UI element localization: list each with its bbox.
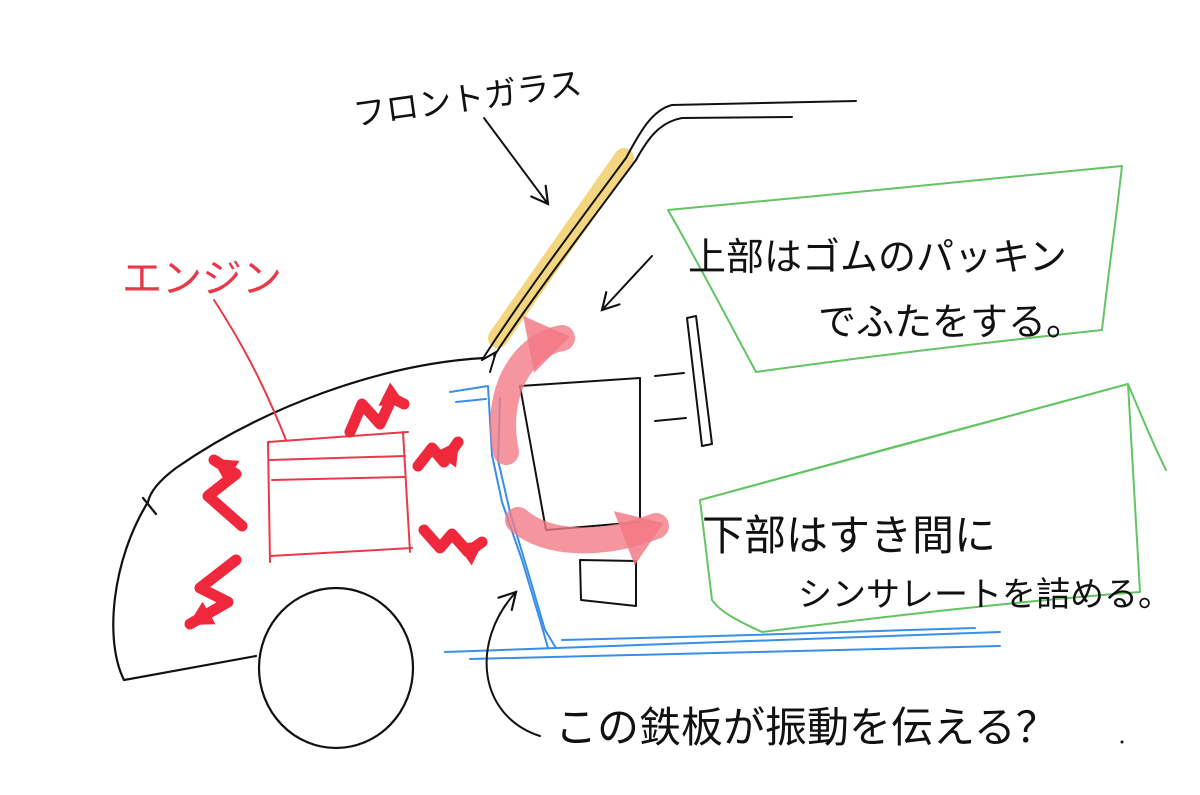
floor-line-1 — [444, 631, 1001, 653]
engine-left-side — [267, 441, 271, 563]
windshield-base-line — [481, 351, 497, 373]
floor-line-3 — [561, 627, 976, 641]
vibration-arrow-top — [344, 382, 410, 438]
vibration-arrows — [184, 382, 488, 630]
engine-bottom-line — [269, 547, 413, 557]
steel-plate — [444, 385, 1001, 660]
engine-right-side — [402, 431, 411, 553]
upper-note-line-1: 上部はゴムのパッキン — [688, 235, 1067, 279]
steel-plate-outer — [449, 385, 549, 649]
car-body-outline — [112, 356, 486, 750]
engine-label: エンジン — [122, 256, 282, 302]
windshield-outer-line — [481, 100, 857, 361]
vibration-arrow-left-lower — [184, 554, 242, 630]
dash-tick-upper — [654, 372, 685, 377]
steel-plate-pointer — [485, 590, 541, 737]
noise-flow-arrow-lower — [505, 507, 669, 566]
floor-line-2 — [469, 645, 1001, 660]
stray-dot — [1120, 740, 1124, 744]
front-wheel — [257, 586, 415, 750]
steel-plate-top-lip — [455, 398, 487, 403]
engine-line-3 — [271, 476, 405, 481]
windshield-inner-line — [493, 116, 793, 357]
vibration-arrow-right-lower — [418, 524, 488, 566]
upper-note-line-2: でふたをする。 — [818, 300, 1084, 344]
engine-line-2 — [269, 455, 406, 461]
pedal-box — [579, 559, 637, 607]
engine-block — [213, 299, 413, 563]
engine-top-line — [267, 431, 409, 443]
steering-column — [686, 315, 713, 447]
upper-note-box — [667, 165, 1123, 373]
dashboard-panel — [519, 377, 641, 531]
noise-flow-arrows — [490, 315, 669, 566]
hood-line — [146, 356, 486, 504]
front-glass-pointer — [483, 117, 550, 206]
pointer-arrows — [483, 117, 653, 737]
lower-note-line-2: シンサレートを詰める。 — [798, 575, 1172, 615]
body-tick — [141, 496, 158, 516]
interior-parts — [519, 315, 713, 607]
lower-note-line-1: 下部はすき間に — [702, 511, 996, 560]
vibration-arrow-right-upper — [412, 436, 464, 472]
front-bumper-line — [112, 500, 258, 682]
steel-plate-note: この鉄板が振動を伝える？ — [555, 703, 1058, 752]
upper-note-pointer — [600, 255, 653, 312]
front-glass-label: フロントガラス — [351, 63, 585, 134]
dash-tick-lower — [654, 417, 687, 422]
vibration-arrow-left-upper — [202, 454, 248, 532]
lower-note-box — [699, 383, 1167, 633]
engine-leader-line — [213, 299, 287, 441]
windshield — [481, 100, 857, 373]
noise-flow-arrow-upper — [490, 315, 575, 465]
